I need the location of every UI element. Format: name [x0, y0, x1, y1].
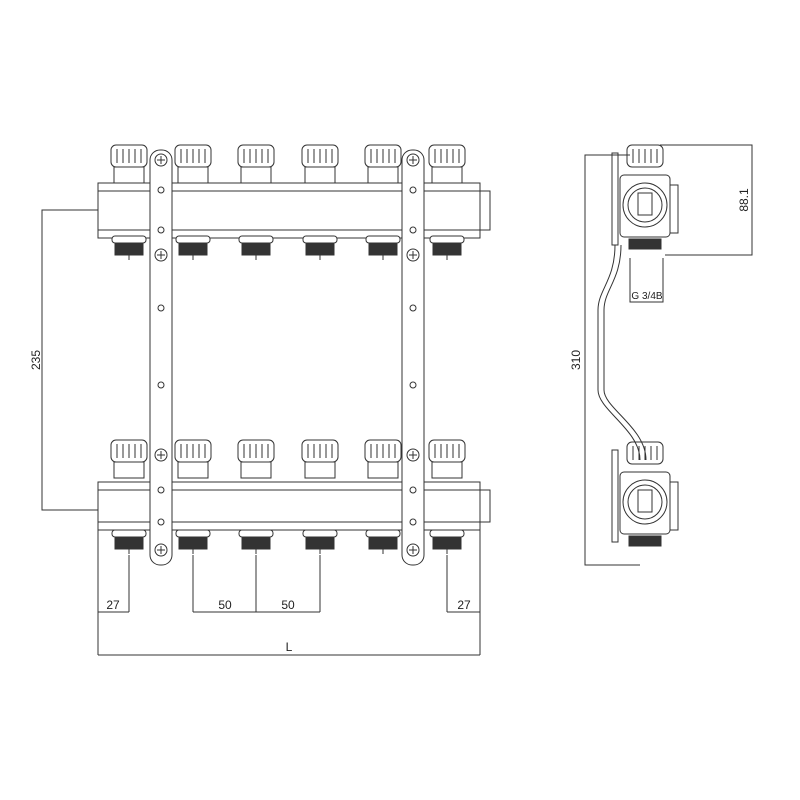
thread-callout — [629, 258, 664, 303]
bracket-hole — [409, 486, 417, 494]
bracket-hole — [157, 186, 165, 194]
top-outlet-fitting-nut — [175, 235, 211, 244]
dim-label-88: 88.1 — [737, 188, 751, 212]
top-outlet-fitting-thread — [305, 243, 335, 256]
bracket-hole — [157, 486, 165, 494]
front-view — [97, 144, 491, 566]
screw-slot — [409, 451, 417, 459]
top-outlet-fitting-thread — [114, 243, 144, 256]
screw-slot — [157, 251, 165, 259]
bottom-outlet-fitting-nut — [302, 529, 338, 538]
bottom-valve-cap-stem — [113, 461, 145, 479]
bottom-outlet-fitting-nut — [175, 529, 211, 538]
dim-line-50 — [192, 555, 321, 613]
dim-label-27-left: 27 — [106, 598, 120, 612]
bottom-outlet-fitting-nut — [238, 529, 274, 538]
screw-slot — [157, 451, 165, 459]
top-outlet-fitting-thread — [432, 243, 462, 256]
bottom-outlet-fitting-thread — [178, 537, 208, 550]
bottom-outlet-fitting-thread — [241, 537, 271, 550]
top-valve-cap-stem — [113, 166, 145, 184]
bottom-outlet-fitting-nut — [111, 529, 147, 538]
screw-slot — [409, 251, 417, 259]
bracket-hole — [409, 304, 417, 312]
bottom-valve-cap-stem — [304, 461, 336, 479]
top-manifold-bar-end-cap — [479, 190, 491, 231]
side-bracket — [611, 449, 619, 543]
bracket-web — [153, 258, 169, 440]
bracket-hole — [157, 304, 165, 312]
screw-slot — [157, 546, 165, 554]
bottom-manifold-bar-end-cap — [479, 489, 491, 523]
bracket-hole — [157, 381, 165, 389]
dim-line-88 — [660, 144, 753, 256]
top-outlet-fitting-nut — [365, 235, 401, 244]
dim-line-27-left — [97, 530, 130, 655]
side-clip — [670, 481, 679, 531]
dim-label-50-a: 50 — [218, 598, 232, 612]
dim-label-L: L — [286, 640, 293, 654]
screw-slot — [409, 546, 417, 554]
side-valve-core — [637, 489, 653, 513]
dim-line-235 — [41, 209, 98, 511]
bracket-hole — [409, 381, 417, 389]
bottom-valve-cap-stem — [431, 461, 463, 479]
bottom-outlet-fitting-thread — [432, 537, 462, 550]
side-bracket-link-edge — [603, 244, 647, 461]
top-outlet-fitting-nut — [302, 235, 338, 244]
screw-slot — [157, 156, 165, 164]
dimension-lines: 235 27 50 50 27 L 310 88.1 G 3/4B — [29, 144, 753, 656]
side-view — [597, 144, 679, 547]
side-thread — [628, 238, 662, 250]
screw-slot — [409, 156, 417, 164]
bottom-outlet-fitting-thread — [114, 537, 144, 550]
bottom-outlet-fitting-nut — [365, 529, 401, 538]
bracket-hole — [409, 186, 417, 194]
side-thread — [628, 535, 662, 547]
dim-label-50-b: 50 — [281, 598, 295, 612]
bracket-web — [405, 258, 421, 440]
top-valve-cap-stem — [367, 166, 399, 184]
bracket-hole — [409, 518, 417, 526]
top-valve-cap-stem — [177, 166, 209, 184]
top-outlet-fitting-thread — [241, 243, 271, 256]
bracket-hole — [157, 226, 165, 234]
side-bracket — [611, 152, 619, 246]
top-outlet-fitting-nut — [111, 235, 147, 244]
top-outlet-fitting-nut — [429, 235, 465, 244]
top-valve-cap-stem — [304, 166, 336, 184]
dim-line-310 — [584, 154, 640, 566]
dim-label-310: 310 — [569, 350, 583, 370]
side-valve-core — [637, 192, 653, 216]
bottom-valve-cap-stem — [240, 461, 272, 479]
dim-line-27-right — [446, 530, 481, 655]
side-clip — [670, 184, 679, 234]
top-outlet-fitting-thread — [368, 243, 398, 256]
dim-label-235: 235 — [29, 350, 43, 370]
thread-label: G 3/4B — [631, 291, 662, 302]
bottom-outlet-fitting-nut — [429, 529, 465, 538]
bottom-valve-cap-stem — [367, 461, 399, 479]
bottom-outlet-fitting-thread — [305, 537, 335, 550]
top-valve-cap-stem — [240, 166, 272, 184]
bracket-hole — [409, 226, 417, 234]
dim-label-27-right: 27 — [457, 598, 471, 612]
bottom-valve-cap-stem — [177, 461, 209, 479]
side-bracket-link — [597, 244, 641, 461]
top-valve-cap-stem — [431, 166, 463, 184]
top-outlet-fitting-nut — [238, 235, 274, 244]
bracket-hole — [157, 518, 165, 526]
top-outlet-fitting-thread — [178, 243, 208, 256]
bottom-outlet-fitting-thread — [368, 537, 398, 550]
